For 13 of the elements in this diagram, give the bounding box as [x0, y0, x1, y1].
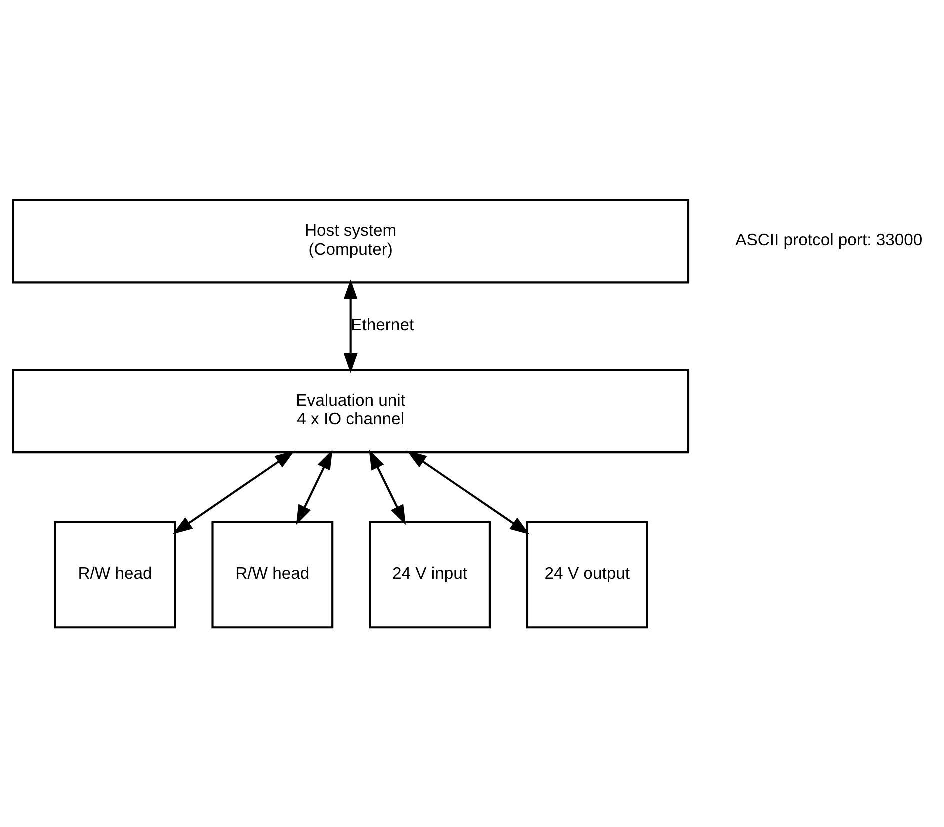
label: ASCII protcol port: 33000	[735, 230, 922, 249]
node-box: R/W head	[211, 520, 334, 628]
arrow	[343, 279, 358, 373]
arrow	[296, 449, 332, 525]
arrow	[172, 450, 294, 534]
node-box: Host system (Computer)	[12, 198, 690, 284]
node-box: R/W head	[54, 520, 176, 628]
edge-label: Ethernet	[350, 314, 414, 334]
node-box: 24 V output	[526, 520, 648, 628]
node-box: 24 V input	[368, 520, 490, 628]
arrow	[406, 450, 530, 534]
node-box: Evaluation unit 4 x IO channel	[12, 368, 690, 454]
arrow	[368, 449, 406, 525]
